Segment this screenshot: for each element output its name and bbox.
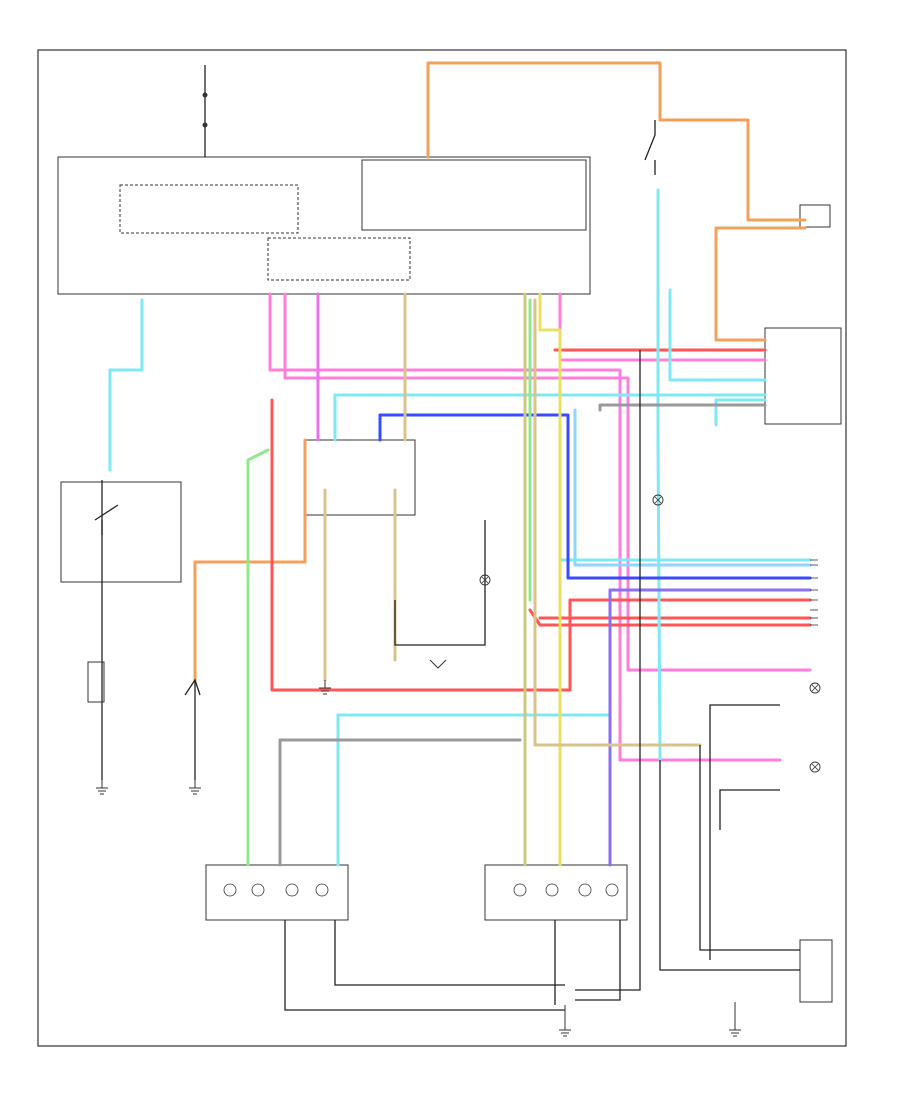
switch-symbol [94,504,119,535]
wire-cyan-2 [333,393,767,442]
wire-orange-right [714,226,807,342]
wire-black-right-trailer-2 [575,350,641,991]
wire-cyan-4 [668,288,767,382]
wire-gray-1 [598,403,767,412]
wire-orange-top [426,61,807,222]
wire-orange-left [193,438,307,682]
wire-cyan-3 [656,188,662,762]
wire-black-right-lamp [554,920,621,1005]
wire-black-right-trailer [659,760,800,971]
wire-cyan-5 [336,713,612,867]
wire-purple-1 [608,588,812,867]
right-connector-terminals [810,559,818,626]
junction-block-box [304,439,416,516]
left-rear-lamp-assembly [205,864,349,921]
switch-symbol [644,120,656,175]
wire-blue-1 [378,413,812,580]
wire-cyan-7 [714,398,767,427]
wire-black-lamp-ground [284,920,565,1011]
trailer-connector-box [799,939,833,1003]
ground-symbol [319,680,331,695]
connector-symbol [202,92,208,98]
wire-cyan-left [108,298,144,472]
wire-red-1 [270,398,812,692]
ground-symbol [559,1005,571,1037]
wire-pink-2 [283,292,812,672]
ground-symbol [96,780,108,795]
top-right-lamp-box [799,204,831,228]
wire-tan-3 [533,298,702,747]
wire-black-center [394,520,486,646]
stop-lamp-switch-box [60,481,182,583]
connector-symbol [202,122,208,128]
wire-pink-1 [268,292,782,762]
wire-red-3 [528,608,812,627]
stop-lamp-switch-body [87,661,105,703]
wire-gray-2 [278,738,522,867]
lamp-symbol [479,574,491,586]
lamp-symbol [809,761,821,773]
lamp-symbol [809,682,821,694]
diagram-frame [37,49,847,1047]
relay-inner-box [119,184,299,234]
right-connector-box [764,327,842,425]
wire-black-right-lamps-2 [699,745,800,951]
ground-symbol [189,780,201,795]
wire-lightblue-1 [573,408,812,567]
ground-symbol [429,659,447,669]
lamp-symbol [652,494,664,506]
fuse-inner-box [267,237,411,281]
switch-symbol [184,678,201,696]
body-control-module-box [57,156,591,295]
wire-green-1 [246,448,270,867]
right-rear-lamp-assembly [484,864,628,921]
wire-black-lamp-ground-2 [334,920,565,986]
wire-yellow-1 [538,292,562,867]
left-rear-lamp-sockets [223,883,329,897]
wire-black-right-lamps [709,704,780,960]
right-rear-lamp-sockets [513,883,619,897]
fuse-block-box [361,159,587,231]
ground-symbol [729,1002,741,1037]
